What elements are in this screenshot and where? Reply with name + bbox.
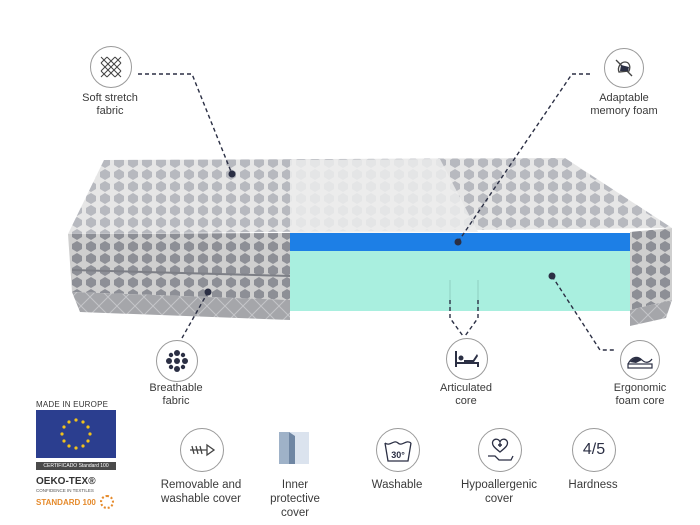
feature-hypoallergenic-cover: Hypoallergenic cover [460, 479, 538, 505]
ergonomic-foam-icon [620, 340, 660, 380]
hardness-value: 4/5 [582, 441, 606, 458]
callout-ergonomic-foam-core: Ergonomic foam core [613, 382, 667, 407]
callout-adaptable-memory-foam: Adaptable memory foam [590, 92, 658, 117]
mattress-base [72, 292, 290, 320]
hardness-icon: 4/5 [572, 428, 616, 472]
standard-100-label: STANDARD 100 [36, 497, 96, 507]
callout-soft-stretch: Soft stretch fabric [82, 92, 138, 117]
feature-inner-protective-cover: Inner protective cover [270, 479, 320, 519]
soft-stretch-fabric-icon [90, 46, 132, 88]
removable-cover-icon [180, 428, 224, 472]
feature-removable-cover: Removable and washable cover [160, 479, 242, 505]
feature-hardness: Hardness [568, 479, 618, 491]
made-in-europe-label: MADE IN EUROPE [36, 400, 109, 409]
feature-washable: Washable [371, 479, 423, 491]
breathable-fabric-icon [156, 340, 198, 382]
articulated-core-icon [446, 338, 488, 380]
oeko-tex-logo-icon [99, 495, 114, 509]
callout-articulated-core: Articulated core [440, 382, 492, 407]
svg-text:30°: 30° [391, 450, 405, 460]
certificate-line: CERTIFICADO Standard 100 [36, 462, 116, 470]
confidence-label: CONFIDENCE IN TEXTILES [36, 488, 94, 493]
oeko-tex-label: OEKO-TEX® [36, 476, 96, 487]
callout-breathable-fabric: Breathable fabric [149, 382, 203, 407]
eu-flag-icon [36, 410, 116, 458]
inner-cover-icon [275, 428, 315, 468]
oeko-tex-badge: CERTIFICADO Standard 100 OEKO-TEX® CONFI… [36, 462, 116, 514]
mattress-front [68, 233, 290, 300]
washable-icon: 30° [376, 428, 420, 472]
core-foam-layer [290, 251, 630, 311]
memory-foam-icon [604, 48, 644, 88]
hypoallergenic-icon [478, 428, 522, 472]
